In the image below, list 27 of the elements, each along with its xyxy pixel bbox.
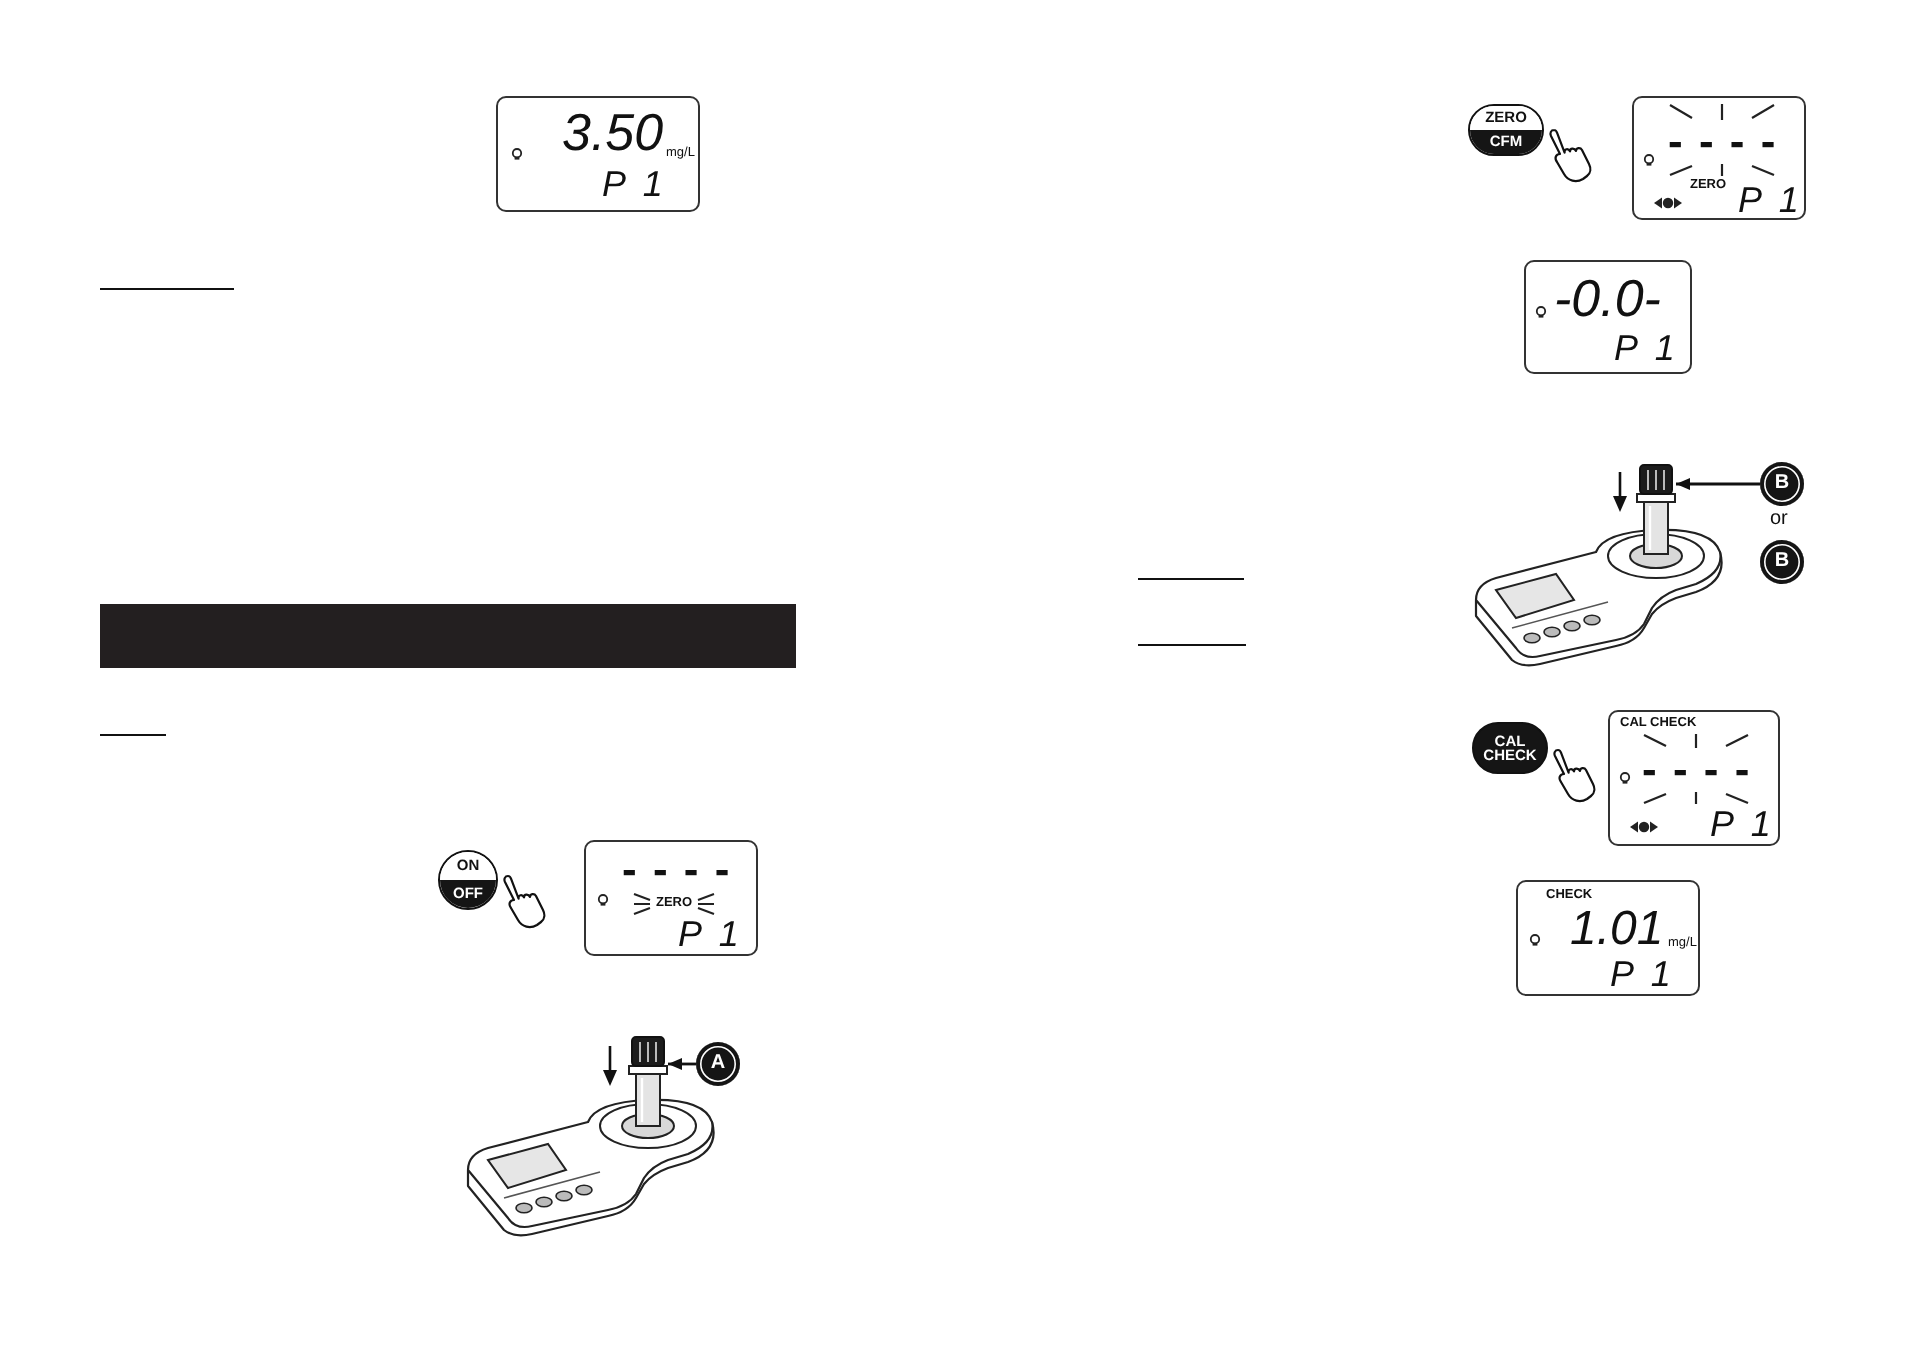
program-label: P 1 <box>1614 330 1679 366</box>
cuvette-cap: B <box>1760 462 1804 506</box>
lcd-display <box>584 840 758 956</box>
program-label: P 1 <box>1738 182 1803 218</box>
cuvette-cap: B <box>1760 540 1804 584</box>
lcd-display <box>1524 260 1692 374</box>
program-label: P 1 <box>1610 956 1675 992</box>
lcd-display <box>1632 96 1806 220</box>
lcd-display <box>496 96 700 212</box>
program-label: P 1 <box>678 916 743 952</box>
lcd-reading: - - - - <box>622 848 732 892</box>
program-label: P 1 <box>602 166 667 202</box>
cuvette-drawing <box>1636 464 1676 556</box>
lcd-display <box>1516 880 1700 996</box>
lcd-reading: 3.50 <box>562 106 664 158</box>
lcd-reading: - - - - <box>1642 748 1752 792</box>
program-label: P 1 <box>1710 806 1775 842</box>
or-label: or <box>1770 510 1788 530</box>
arrow <box>1676 478 1760 490</box>
arrow <box>668 1058 696 1070</box>
cuvette-drawing <box>628 1036 668 1128</box>
lcd-reading: - - - - <box>1668 120 1778 164</box>
section-band <box>100 604 796 668</box>
lcd-reading: -0.0- <box>1554 272 1661 324</box>
lcd-display <box>1608 710 1780 846</box>
cuvette-cap: A <box>696 1042 740 1086</box>
lcd-reading: 1.01 <box>1570 906 1664 954</box>
